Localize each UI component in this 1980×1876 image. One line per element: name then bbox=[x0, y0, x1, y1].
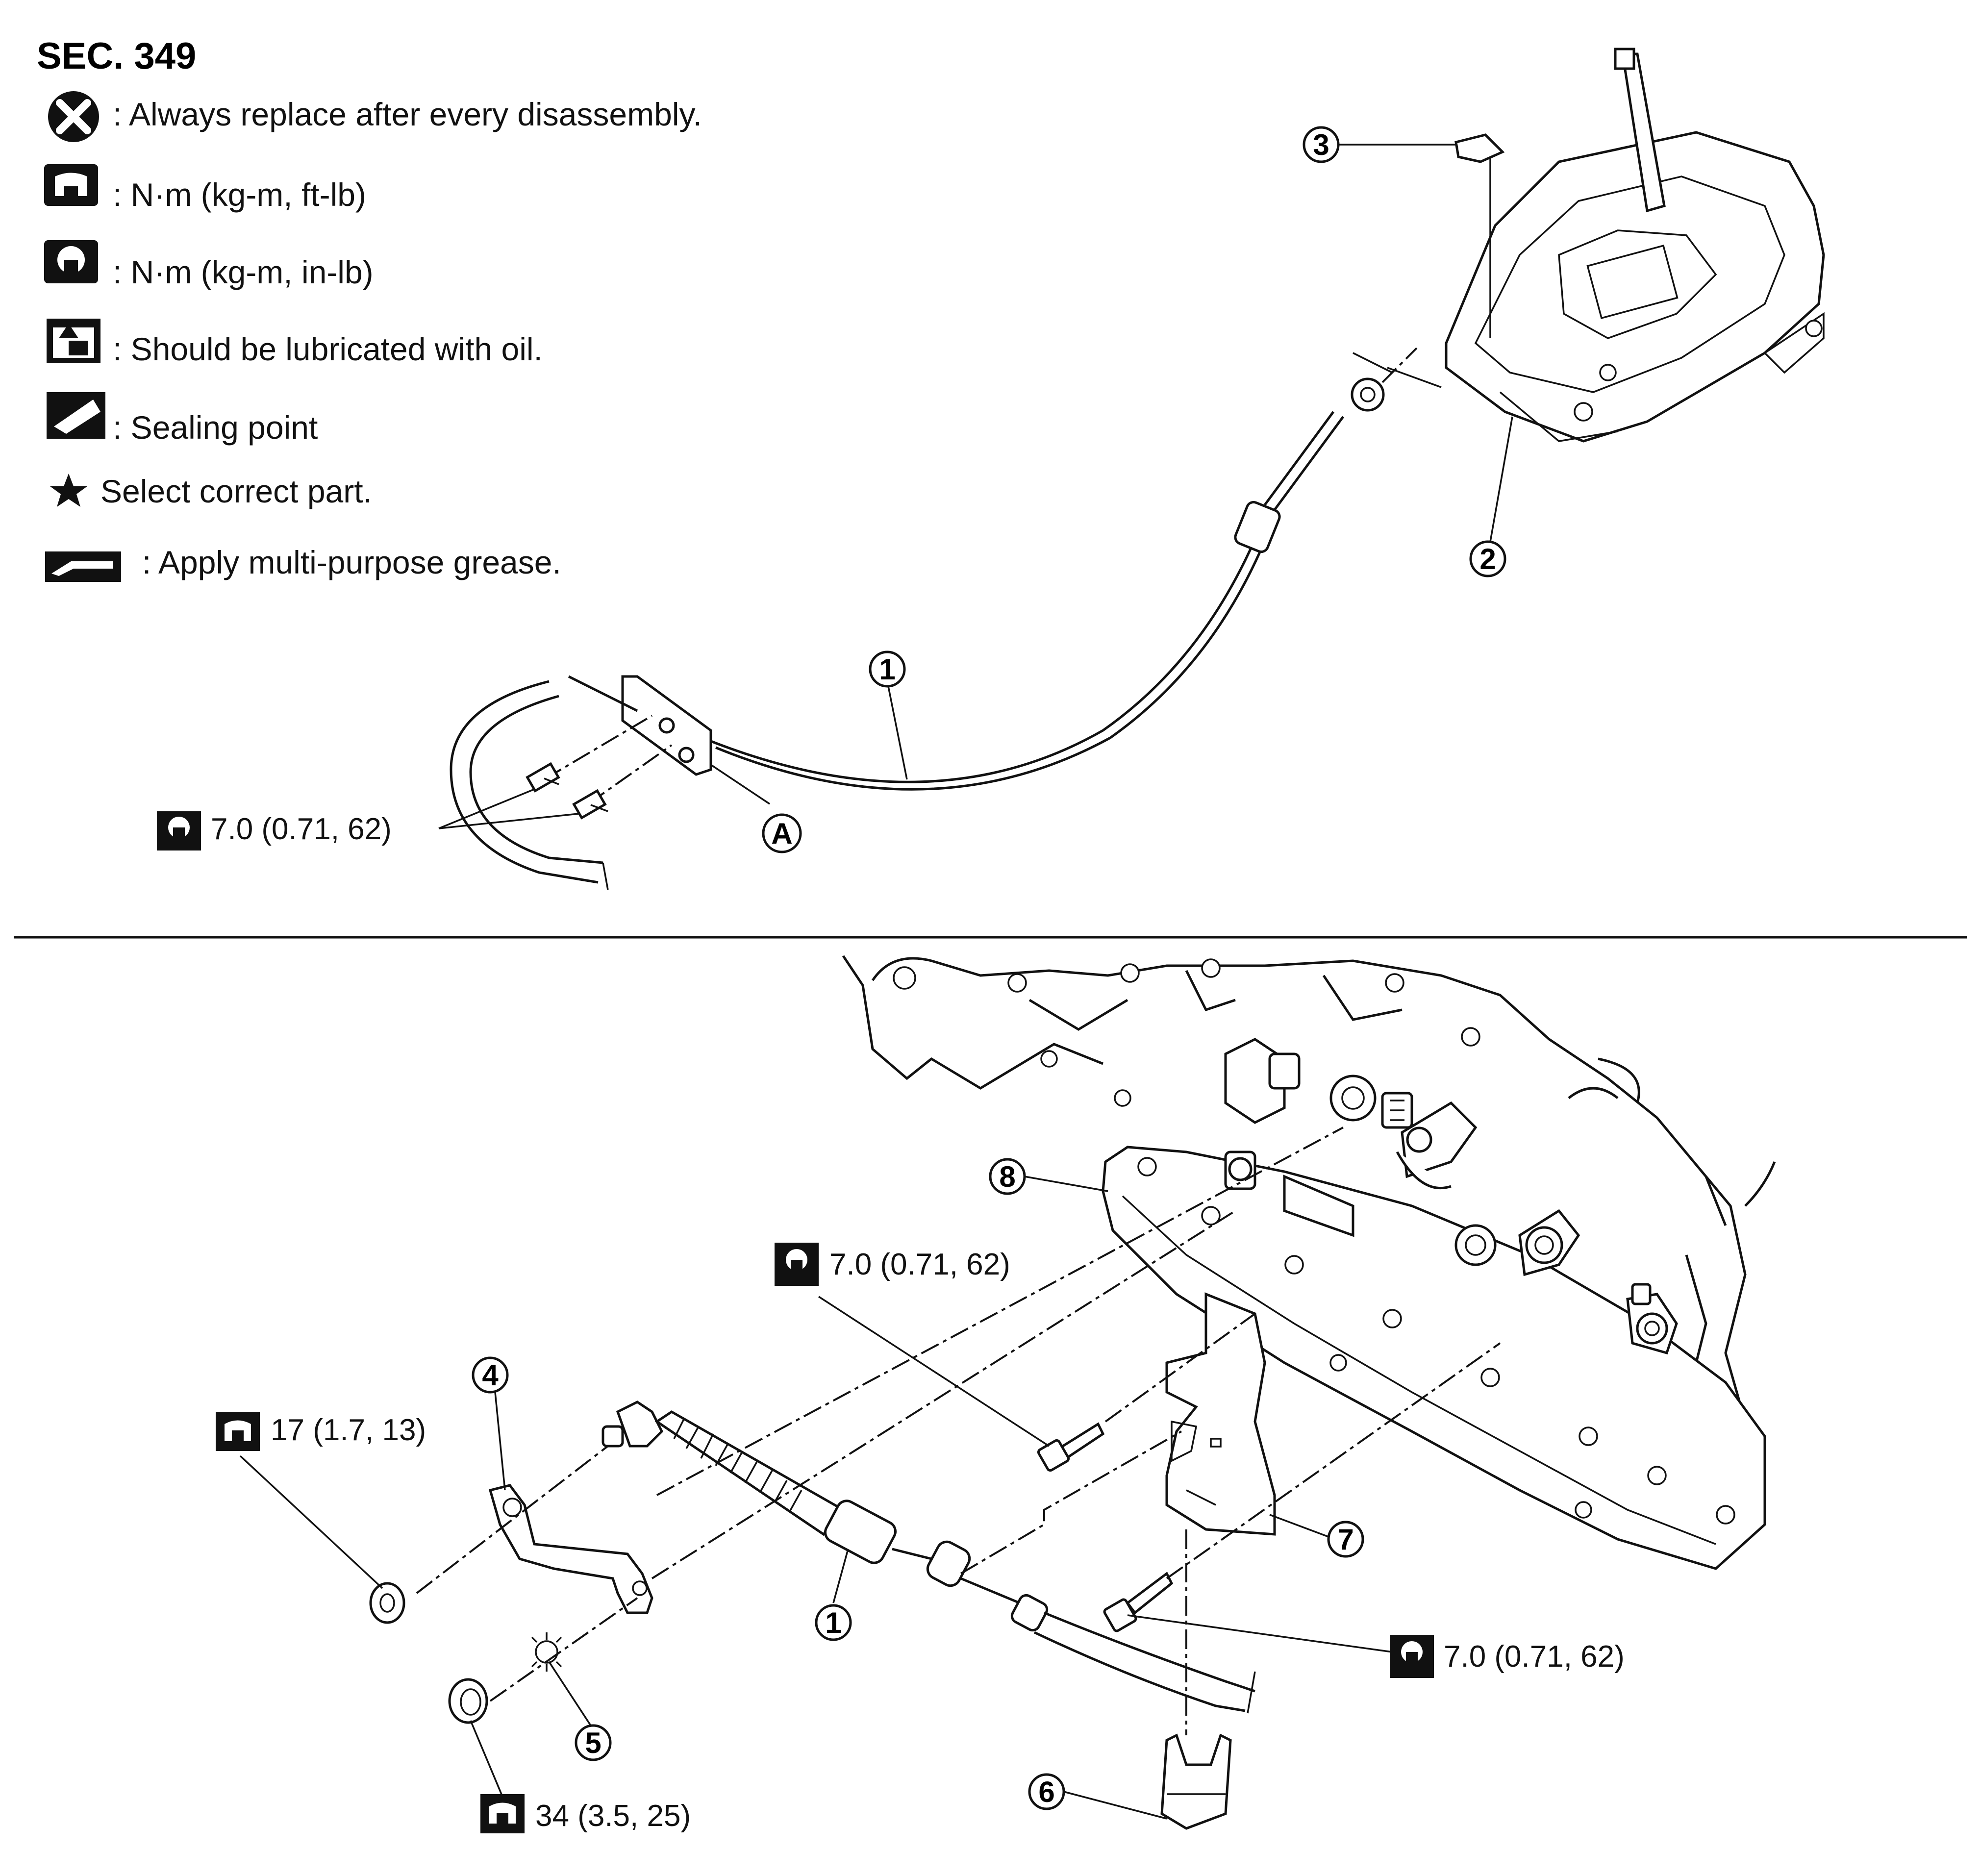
svg-text:1: 1 bbox=[879, 653, 895, 686]
torque-icon-top-left bbox=[157, 811, 201, 850]
sealing-icon bbox=[47, 392, 105, 439]
torque-icon-mid bbox=[775, 1243, 819, 1286]
leader-line-5 bbox=[548, 1661, 592, 1726]
bracket-4 bbox=[488, 1484, 653, 1614]
legend-item-sealing: : Sealing point bbox=[113, 409, 318, 446]
bolt-right bbox=[1103, 1572, 1174, 1632]
leader-line-1-bottom bbox=[832, 1549, 849, 1603]
clip-6 bbox=[1160, 1733, 1232, 1830]
leader-line-8 bbox=[1024, 1176, 1108, 1192]
leader-line-1-top bbox=[886, 681, 908, 780]
torque-ftlb-icon bbox=[44, 164, 98, 206]
leader-line-4 bbox=[494, 1392, 506, 1491]
leader-line-7 bbox=[1269, 1514, 1329, 1538]
leader-line-6 bbox=[1063, 1791, 1167, 1820]
control-valve-plate bbox=[1102, 1146, 1766, 1570]
svg-text:1: 1 bbox=[825, 1606, 841, 1639]
svg-text:8: 8 bbox=[999, 1160, 1015, 1193]
svg-text:4: 4 bbox=[482, 1359, 499, 1392]
align-line-c bbox=[656, 1126, 1344, 1496]
svg-text:A: A bbox=[771, 817, 792, 850]
callout-4: 4 bbox=[472, 1356, 509, 1394]
star-icon bbox=[50, 474, 87, 507]
legend-item-replace: : Always replace after every disassembly… bbox=[113, 96, 702, 132]
callout-1-bottom: 1 bbox=[815, 1604, 852, 1641]
torque-label-34: 34 (3.5, 25) bbox=[535, 1799, 691, 1833]
align-line-a bbox=[416, 1445, 609, 1594]
callout-6: 6 bbox=[1028, 1773, 1065, 1810]
leader-line-34 bbox=[470, 1720, 503, 1797]
callout-3: 3 bbox=[1303, 126, 1340, 163]
align-line-d bbox=[489, 1597, 638, 1702]
callout-2: 2 bbox=[1469, 540, 1506, 577]
torque-inlb-icon bbox=[44, 240, 98, 283]
washer-5 bbox=[531, 1632, 562, 1672]
legend-item-torque-inlb: : N·m (kg-m, in-lb) bbox=[113, 254, 374, 290]
grease-icon bbox=[45, 551, 121, 582]
leader-line-2 bbox=[1489, 416, 1513, 542]
shift-cable-top bbox=[708, 347, 1442, 791]
cable-bracket-a bbox=[438, 675, 770, 890]
legend-item-grease: : Apply multi-purpose grease. bbox=[142, 544, 561, 580]
align-line-b bbox=[651, 1210, 1236, 1579]
torque-label-top-left: 7.0 (0.71, 62) bbox=[211, 812, 392, 846]
legend-item-torque-ftlb: : N·m (kg-m, ft-lb) bbox=[113, 176, 366, 213]
nut-34 bbox=[448, 1678, 488, 1724]
leader-line-17 bbox=[239, 1455, 383, 1589]
torque-label-mid: 7.0 (0.71, 62) bbox=[829, 1248, 1010, 1281]
callout-1-top: 1 bbox=[869, 650, 906, 688]
align-line-e bbox=[960, 1430, 1182, 1575]
torque-icon-right bbox=[1390, 1635, 1434, 1678]
torque-icon-17 bbox=[216, 1412, 260, 1451]
leader-line-right-torque bbox=[1127, 1614, 1393, 1653]
align-line-f bbox=[1166, 1342, 1501, 1579]
section-title: SEC. 349 bbox=[37, 35, 196, 77]
svg-text:3: 3 bbox=[1313, 128, 1329, 161]
legend-item-select-part: Select correct part. bbox=[100, 473, 372, 509]
callout-7: 7 bbox=[1327, 1521, 1364, 1558]
nut-17 bbox=[369, 1582, 405, 1624]
selector-lever-assembly bbox=[1445, 48, 1825, 443]
svg-text:7: 7 bbox=[1337, 1523, 1353, 1556]
callout-a: A bbox=[762, 813, 802, 853]
cable-bracket-7 bbox=[1165, 1292, 1276, 1536]
torque-label-right: 7.0 (0.71, 62) bbox=[1444, 1640, 1625, 1674]
svg-text:6: 6 bbox=[1038, 1776, 1054, 1808]
svg-text:5: 5 bbox=[585, 1726, 601, 1759]
bolt-mid bbox=[1037, 1422, 1105, 1472]
torque-label-17: 17 (1.7, 13) bbox=[271, 1413, 426, 1447]
oil-can-icon bbox=[47, 319, 100, 363]
shift-cable-bottom bbox=[602, 1401, 1256, 1714]
legend-item-oil: : Should be lubricated with oil. bbox=[113, 331, 543, 367]
callout-8: 8 bbox=[989, 1158, 1026, 1195]
align-line-g bbox=[1104, 1313, 1256, 1423]
replace-x-icon bbox=[48, 91, 99, 142]
bracket-3 bbox=[1454, 133, 1505, 338]
callout-5: 5 bbox=[575, 1724, 612, 1761]
torque-icon-34 bbox=[480, 1794, 525, 1833]
svg-text:2: 2 bbox=[1479, 543, 1496, 575]
leader-line-mid-torque bbox=[818, 1296, 1050, 1447]
